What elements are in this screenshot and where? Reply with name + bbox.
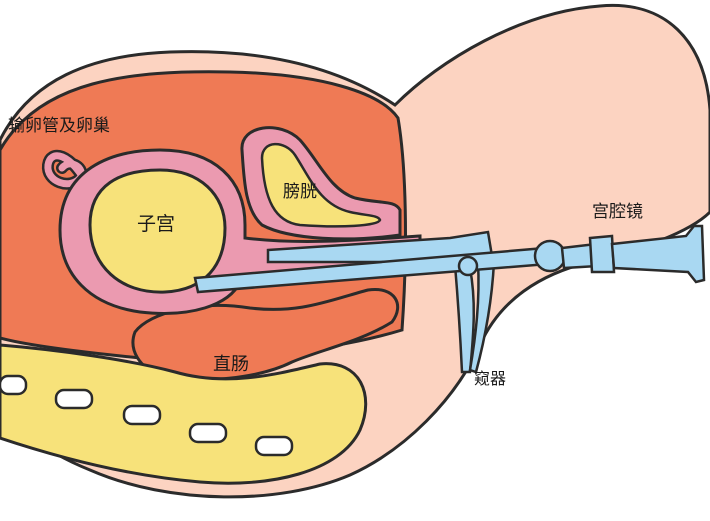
speculum-blade: [453, 263, 476, 374]
label-fallopian-tubes-ovaries: 输卵管及卵巢: [8, 116, 110, 136]
bladder-interior: [260, 142, 382, 228]
label-bladder: 膀胱: [283, 182, 317, 202]
spine-segment: [122, 404, 162, 426]
spine-segment: [54, 388, 94, 410]
hysteroscope-eyepiece: [610, 224, 706, 284]
speculum-blade-back: [468, 260, 496, 374]
label-rectum: 直肠: [213, 354, 249, 375]
spine-segment: [254, 435, 294, 457]
hysteroscope-joint: [533, 239, 567, 273]
label-speculum: 窥器: [474, 369, 507, 388]
spine-segment: [188, 422, 228, 444]
spine-segments: [0, 374, 294, 457]
label-uterus: 子宫: [137, 213, 176, 235]
uterus-interior: [88, 168, 227, 294]
fallopian-tube-inner: [44, 152, 94, 194]
spine-segment: [0, 374, 28, 396]
label-hysteroscope: 宫腔镜: [592, 202, 643, 222]
speculum-knob: [457, 255, 479, 277]
hysteroscope-collar: [588, 234, 616, 274]
